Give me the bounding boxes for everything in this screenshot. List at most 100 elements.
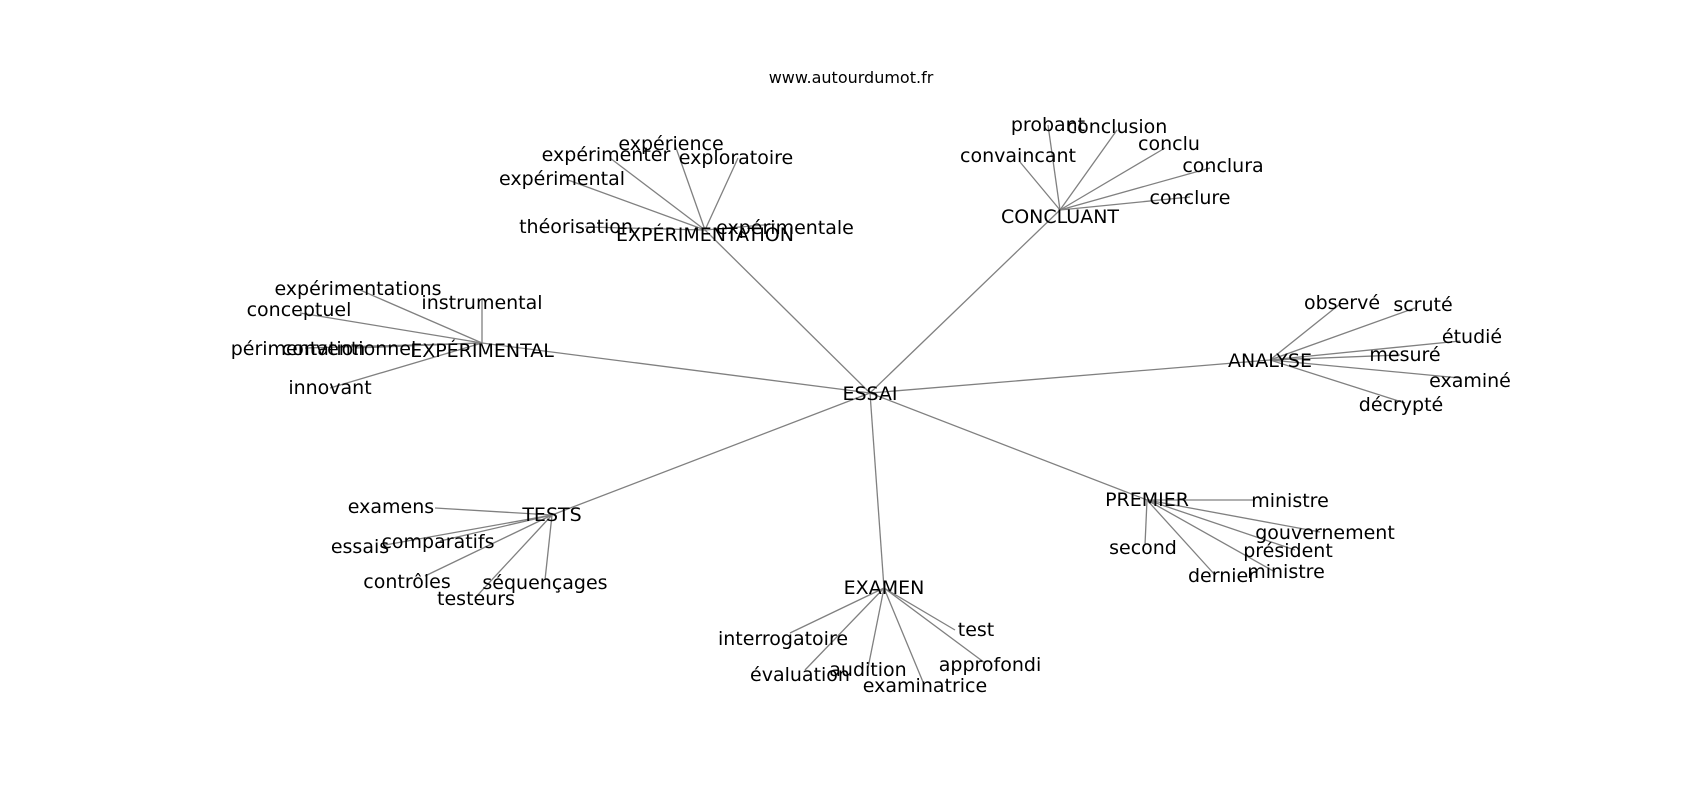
edge-hub-to-leaf — [1059, 196, 1191, 211]
site-label: www.autourdumot.fr — [769, 68, 934, 87]
edge-hub-to-leaf — [883, 587, 924, 683]
edge-hub-to-leaf — [434, 507, 553, 516]
leaf-word[interactable]: approfondi — [939, 654, 1041, 676]
leaf-word[interactable]: gouvernement — [1255, 522, 1395, 544]
leaf-word[interactable]: mesuré — [1369, 344, 1440, 366]
edge-hub-to-leaf — [1146, 499, 1321, 533]
edge-hub-to-leaf — [1059, 129, 1118, 211]
leaf-word[interactable]: contrôles — [363, 571, 450, 593]
hub-word[interactable]: TESTS — [521, 504, 581, 526]
leaf-word[interactable]: théorisation — [519, 216, 633, 238]
edge-hub-to-leaf — [329, 342, 483, 389]
hub-word[interactable]: EXPÉRIMENTATION — [616, 223, 794, 246]
leaf-word[interactable]: expérimentations — [274, 278, 441, 300]
leaf-word[interactable]: innovant — [288, 377, 371, 399]
leaf-word[interactable]: ministre — [1251, 490, 1329, 512]
leaf-word[interactable]: évaluation — [750, 664, 850, 686]
hub-word[interactable]: CONCLUANT — [1001, 206, 1119, 228]
edge-hub-to-leaf — [804, 587, 885, 671]
leaf-word[interactable]: décrypté — [1359, 394, 1443, 416]
edge-hub-to-leaf — [1269, 307, 1416, 361]
leaf-word[interactable]: test — [958, 619, 995, 641]
edge-center-to-hub — [869, 209, 1061, 394]
leaf-word[interactable]: périmentation — [231, 338, 366, 360]
edge-hub-to-leaf — [867, 587, 885, 669]
leaf-word[interactable]: examens — [348, 496, 434, 518]
leaf-word[interactable]: testeurs — [437, 588, 515, 610]
edge-hub-to-leaf — [359, 289, 483, 344]
edge-hub-to-leaf — [1144, 499, 1148, 546]
edge-hub-to-leaf — [1059, 167, 1211, 211]
edge-hub-to-leaf — [789, 587, 885, 634]
edge-hub-to-leaf — [1146, 499, 1276, 573]
edge-hub-to-leaf — [1019, 161, 1061, 211]
leaf-word[interactable]: étudié — [1442, 326, 1502, 348]
edge-center-to-hub — [869, 359, 1271, 394]
edge-hub-to-leaf — [474, 514, 553, 599]
leaf-word[interactable]: observé — [1304, 292, 1380, 314]
leaf-word[interactable]: président — [1243, 540, 1333, 562]
leaf-word[interactable]: instrumental — [421, 292, 542, 314]
graph-labels: www.autourdumot.fr ESSAIEXPÉRIMENTATIONe… — [231, 68, 1511, 697]
edge-hub-to-leaf — [1146, 499, 1216, 576]
edge-hub-to-leaf — [674, 144, 706, 231]
leaf-word[interactable]: comparatifs — [381, 531, 494, 553]
hub-word[interactable]: EXPÉRIMENTAL — [410, 339, 554, 362]
edge-hub-to-leaf — [1269, 359, 1461, 379]
edge-hub-to-leaf — [609, 157, 706, 231]
leaf-word[interactable]: expérimenter — [542, 144, 671, 166]
leaf-word[interactable]: examinatrice — [863, 675, 987, 697]
edge-center-to-hub — [869, 392, 885, 589]
leaf-word[interactable]: conclure — [1150, 187, 1231, 209]
leaf-word[interactable]: séquençages — [482, 572, 607, 594]
edge-hub-to-leaf — [299, 312, 483, 344]
leaf-word[interactable]: convaincant — [960, 145, 1076, 167]
edge-hub-to-leaf — [424, 514, 553, 577]
leaf-word[interactable]: exploratoire — [679, 147, 793, 169]
edge-hub-to-leaf — [1269, 303, 1341, 361]
leaf-word[interactable]: expérimentale — [716, 217, 854, 239]
leaf-word[interactable]: expérimental — [499, 168, 625, 190]
edge-hub-to-leaf — [384, 514, 553, 546]
edge-center-to-hub — [551, 392, 871, 516]
hub-word[interactable]: ANALYSE — [1228, 350, 1312, 372]
edge-hub-to-leaf — [544, 514, 553, 581]
leaf-word[interactable]: conclu — [1138, 133, 1200, 155]
leaf-word[interactable]: ministre — [1247, 561, 1325, 583]
leaf-word[interactable]: scruté — [1393, 294, 1452, 316]
leaf-word[interactable]: conclusion — [1067, 116, 1168, 138]
leaf-word[interactable]: examiné — [1429, 370, 1511, 392]
edge-hub-to-leaf — [567, 179, 706, 231]
leaf-word[interactable]: dernier — [1188, 565, 1256, 587]
edge-center-to-hub — [869, 392, 1148, 501]
leaf-word[interactable]: probant — [1011, 114, 1085, 136]
edge-hub-to-leaf — [883, 587, 986, 664]
leaf-word[interactable]: audition — [829, 659, 906, 681]
edge-center-to-hub — [481, 342, 871, 394]
leaf-word[interactable]: second — [1109, 537, 1177, 559]
edge-hub-to-leaf — [704, 157, 739, 231]
edge-hub-to-leaf — [1269, 359, 1406, 404]
edge-hub-to-leaf — [584, 226, 706, 231]
hub-word[interactable]: EXAMEN — [844, 577, 925, 599]
leaf-word[interactable]: interrogatoire — [718, 628, 848, 650]
hub-word[interactable]: PREMIER — [1105, 489, 1189, 511]
center-word[interactable]: ESSAI — [842, 383, 897, 405]
leaf-word[interactable]: conceptuel — [247, 299, 352, 321]
leaf-word[interactable]: essais — [331, 536, 389, 558]
edge-hub-to-leaf — [1059, 147, 1166, 211]
edge-hub-to-leaf — [354, 342, 483, 349]
edge-hub-to-leaf — [1269, 340, 1461, 361]
edge-hub-to-leaf — [883, 587, 956, 631]
edge-hub-to-leaf — [439, 514, 553, 542]
graph-edges — [299, 124, 1461, 683]
edge-hub-to-leaf — [704, 223, 776, 231]
leaf-word[interactable]: expérience — [618, 133, 723, 155]
leaf-word[interactable]: conclura — [1182, 155, 1263, 177]
edge-hub-to-leaf — [1047, 124, 1061, 211]
leaf-word[interactable]: conventionnel — [282, 338, 417, 360]
edge-hub-to-leaf — [1269, 354, 1401, 361]
edge-hub-to-leaf — [1146, 499, 1296, 551]
edge-center-to-hub — [704, 229, 871, 394]
